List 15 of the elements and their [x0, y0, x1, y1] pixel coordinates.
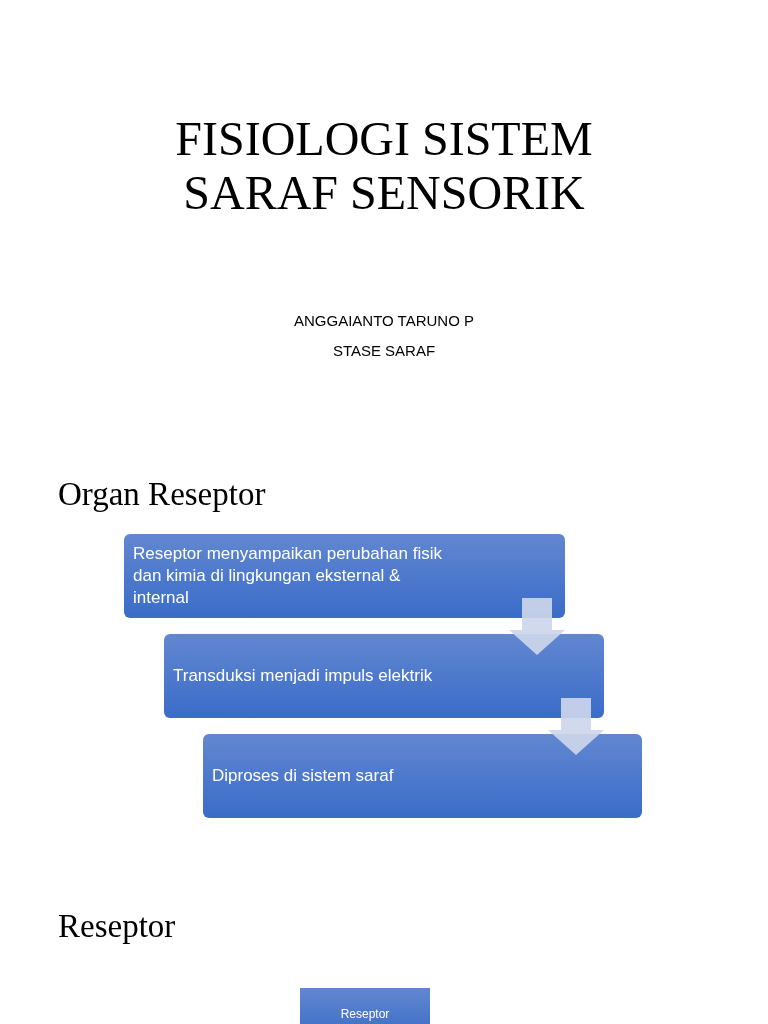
- process-box: [300, 988, 430, 1024]
- section-heading: Reseptor: [58, 908, 176, 945]
- subtitle-text: STASE SARAF: [331, 342, 437, 359]
- process-box: [164, 634, 604, 718]
- section-heading: Organ Reseptor: [58, 476, 266, 513]
- box-text: Reseptor menyampaikan perubahan fisik dan kimia di lingkungan eksternal & internal: [133, 543, 443, 609]
- slide-title: FISIOLOGI SISTEM SARAF SENSORIK: [174, 112, 594, 220]
- down-arrow: [509, 598, 565, 655]
- box-text: Diproses di sistem saraf: [212, 765, 394, 787]
- process-box: [203, 734, 642, 818]
- process-box: [124, 534, 565, 618]
- down-arrow: [548, 698, 604, 755]
- box-text: Reseptor: [340, 1007, 390, 1021]
- box-text: Transduksi menjadi impuls elektrik: [173, 665, 433, 687]
- author-name: ANGGAIANTO TARUNO P: [293, 312, 475, 329]
